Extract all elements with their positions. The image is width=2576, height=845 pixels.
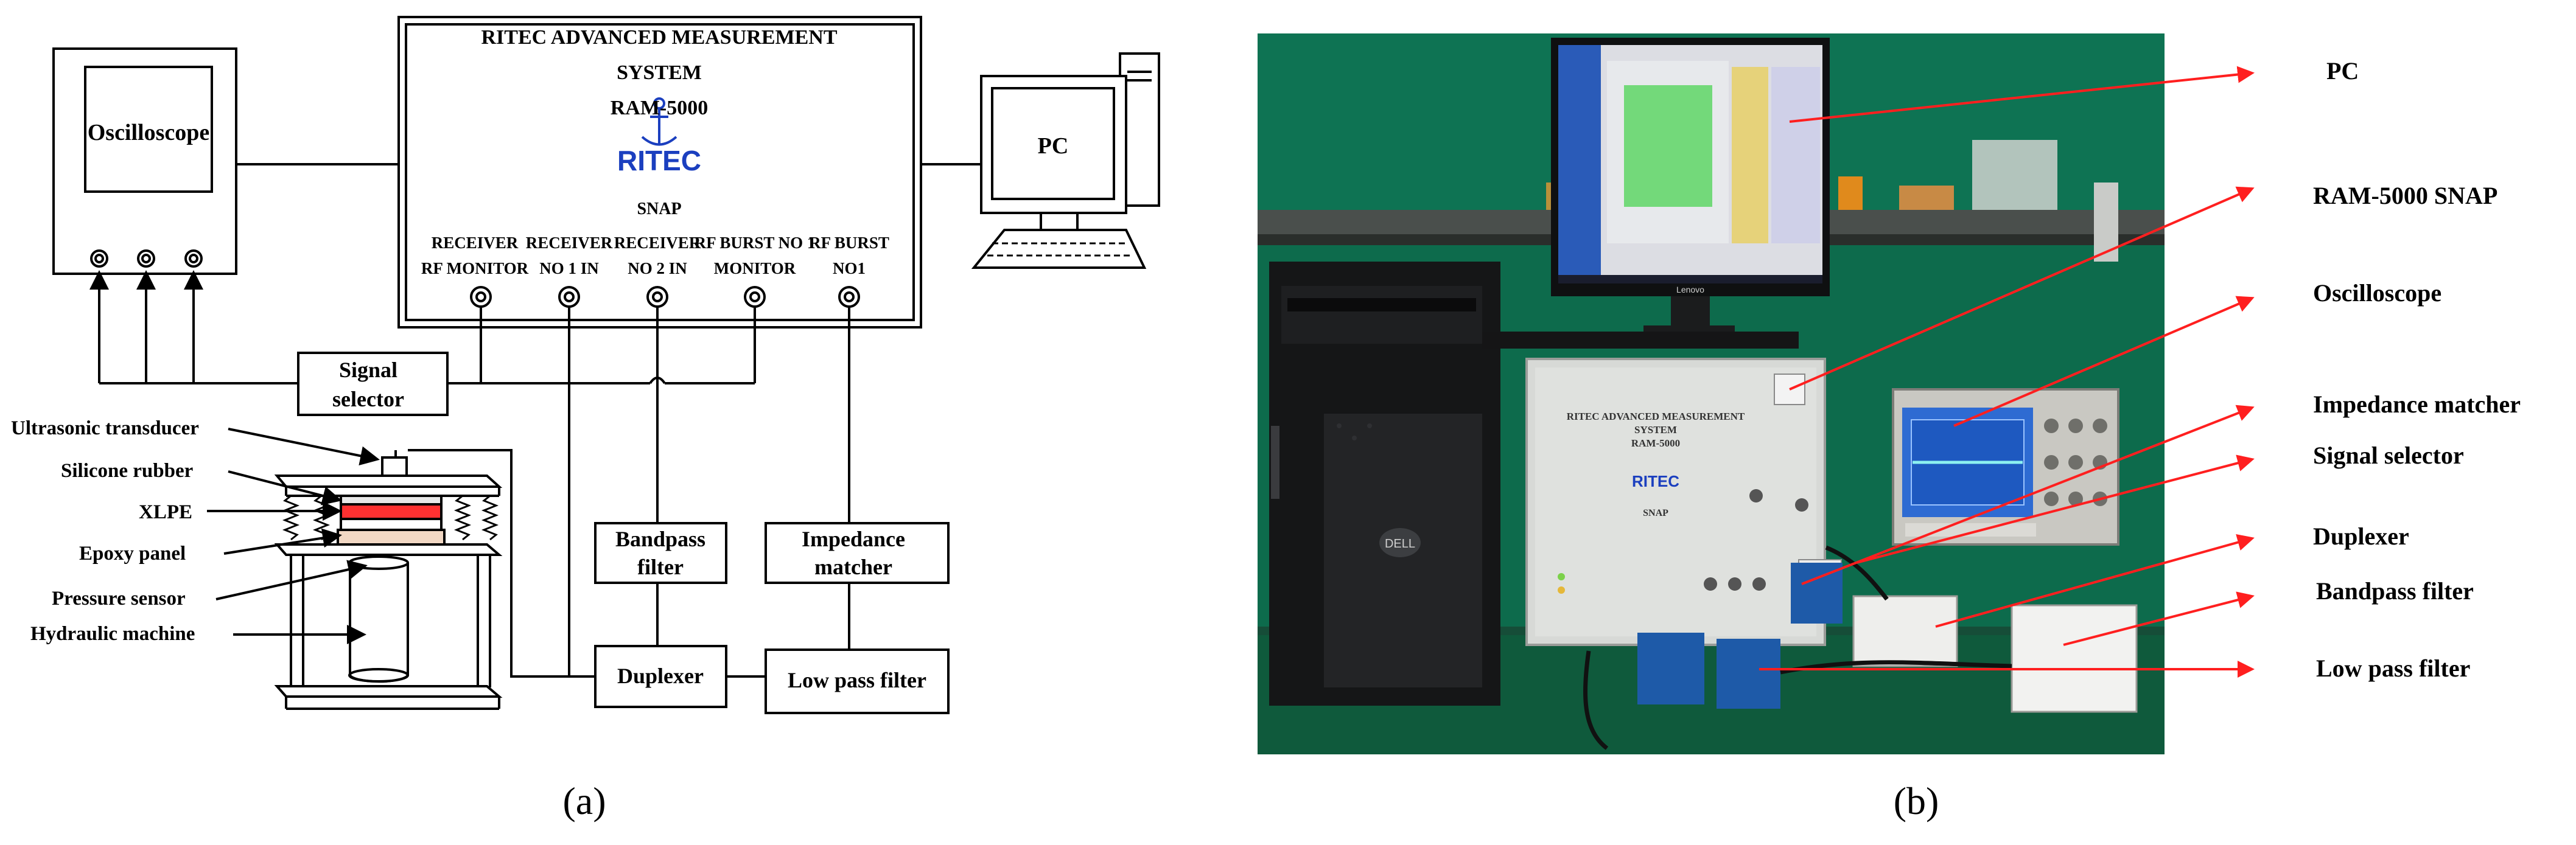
ritec-title-line2: SYSTEM bbox=[617, 61, 702, 84]
port-5-line1: RF BURST bbox=[809, 234, 889, 252]
port-1-line2: RF MONITOR bbox=[421, 259, 529, 277]
impedance-line1: Impedance bbox=[802, 527, 905, 551]
impedance-matcher-box bbox=[765, 522, 950, 584]
signal-selector-line2: selector bbox=[332, 387, 404, 411]
ritec-snap: SNAP bbox=[637, 200, 681, 218]
lenovo-monitor: Lenovo bbox=[1482, 38, 1830, 349]
monitor-brand: Lenovo bbox=[1676, 285, 1704, 294]
ritec-device: RITEC ADVANCED MEASUREMENT SYSTEM RAM-50… bbox=[1525, 358, 1826, 646]
ritec-model: RAM-5000 bbox=[611, 97, 709, 119]
panel-b-labels: PC RAM-5000 SNAP Oscilloscope Impedance … bbox=[1894, 57, 2521, 822]
low-pass-filter-box bbox=[765, 649, 950, 714]
specimen-assembly bbox=[274, 456, 503, 710]
impedance-matcher-photo bbox=[1791, 563, 1843, 624]
port-3-line2: NO 2 IN bbox=[628, 259, 687, 277]
spec-label-xlpe: XLPE bbox=[139, 501, 192, 523]
low-pass-label: Low pass filter bbox=[788, 668, 926, 692]
label-impedance-matcher: Impedance matcher bbox=[2313, 391, 2521, 418]
device-title-line1: RITEC ADVANCED MEASUREMENT bbox=[1567, 411, 1745, 422]
oscilloscope-label: Oscilloscope bbox=[88, 120, 210, 145]
ritec-title-line1: RITEC ADVANCED MEASUREMENT bbox=[481, 26, 837, 49]
duplexer-label: Duplexer bbox=[617, 664, 704, 688]
caption-a: (a) bbox=[562, 779, 606, 822]
signal-selector-line1: Signal bbox=[339, 358, 397, 382]
ritec-block bbox=[397, 16, 922, 329]
low-pass-filter-photo bbox=[1717, 639, 1780, 709]
bandpass-line1: Bandpass bbox=[615, 527, 705, 551]
device-logo: RITEC bbox=[1632, 472, 1679, 490]
spec-label-silicone: Silicone rubber bbox=[61, 460, 193, 482]
port-3-line1: RECEIVER bbox=[614, 234, 701, 252]
spec-label-epoxy: Epoxy panel bbox=[79, 543, 186, 565]
ritec-logo-icon bbox=[641, 97, 677, 146]
label-oscilloscope: Oscilloscope bbox=[2313, 279, 2441, 307]
port-4-line2: MONITOR bbox=[714, 259, 796, 277]
bandpass-line2: filter bbox=[637, 555, 684, 579]
pc-icon bbox=[971, 52, 1160, 269]
dell-tower: DELL bbox=[1269, 262, 1500, 706]
spec-label-pressure: Pressure sensor bbox=[52, 588, 186, 610]
impedance-line2: matcher bbox=[814, 555, 892, 579]
oscilloscope-block bbox=[52, 47, 237, 275]
label-duplexer: Duplexer bbox=[2313, 523, 2409, 550]
panel-a bbox=[52, 16, 1160, 714]
duplexer-photo bbox=[1852, 595, 1958, 667]
ritec-logo-text: RITEC bbox=[617, 145, 701, 176]
panel-b-arrows bbox=[1759, 66, 2255, 678]
panel-a-text: Oscilloscope RITEC ADVANCED MEASUREMENT … bbox=[11, 26, 1068, 822]
dell-logo: DELL bbox=[1385, 537, 1415, 551]
duplexer-box bbox=[594, 645, 727, 708]
spec-label-hydraulic: Hydraulic machine bbox=[30, 623, 195, 645]
label-low-pass-filter: Low pass filter bbox=[2316, 655, 2470, 682]
device-title-line2: SYSTEM bbox=[1634, 424, 1677, 436]
spec-label-transducer: Ultrasonic transducer bbox=[11, 417, 199, 439]
port-1-line1: RECEIVER bbox=[432, 234, 519, 252]
port-5-line2: NO1 bbox=[833, 259, 866, 277]
device-snap: SNAP bbox=[1643, 508, 1668, 518]
pc-label: PC bbox=[1038, 133, 1069, 159]
panel-b-photo: DELL Lenovo RITEC ADVANCED MEASUREMENT S… bbox=[1258, 33, 2165, 754]
port-2-line1: RECEIVER bbox=[526, 234, 613, 252]
bandpass-filter-photo bbox=[2011, 604, 2138, 713]
device-model: RAM-5000 bbox=[1631, 437, 1680, 449]
label-ram-5000-snap: RAM-5000 SNAP bbox=[2313, 182, 2497, 209]
label-pc: PC bbox=[2326, 57, 2359, 85]
label-signal-selector: Signal selector bbox=[2313, 442, 2464, 469]
port-4-line1: RF BURST NO 1 bbox=[695, 234, 816, 252]
label-bandpass-filter: Bandpass filter bbox=[2316, 577, 2474, 605]
scope-device bbox=[1892, 388, 2119, 546]
caption-b: (b) bbox=[1894, 779, 1939, 822]
port-2-line2: NO 1 IN bbox=[539, 259, 599, 277]
bandpass-filter-box bbox=[594, 522, 727, 584]
